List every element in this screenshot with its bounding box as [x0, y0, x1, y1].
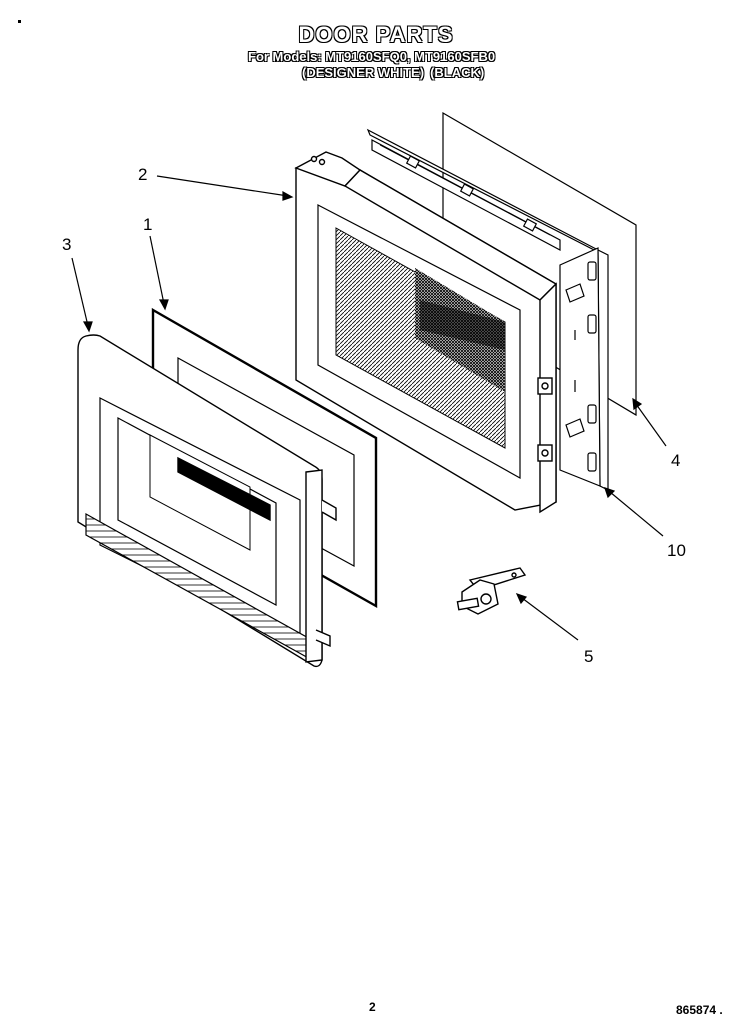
callout-4: 4: [671, 451, 681, 470]
page-number: 2: [369, 1000, 376, 1014]
callout-1: 1: [143, 215, 153, 234]
corner-mark: [18, 20, 21, 23]
latch-rail: [371, 139, 561, 251]
callout-3: 3: [62, 235, 72, 254]
document-number: 865874 .: [676, 1003, 723, 1017]
callout-10: 10: [667, 541, 686, 560]
leader-lines: [71, 175, 667, 641]
color-white-label: (DESIGNER WHITE): [302, 65, 425, 80]
part-10-frame: [366, 128, 609, 491]
models-line: For Models: MT9160SFQ0, MT9160SFB0: [248, 49, 496, 64]
page-title: DOOR PARTS: [298, 22, 454, 47]
color-black-label: (BLACK): [430, 65, 485, 80]
callout-2: 2: [138, 165, 148, 184]
part-2-inner-door: [294, 151, 558, 514]
part-5-latch: [456, 567, 527, 615]
part-3-outer-door: [77, 334, 337, 668]
callout-5: 5: [584, 647, 594, 666]
color-variants: (DESIGNER WHITE) (BLACK): [302, 65, 490, 80]
